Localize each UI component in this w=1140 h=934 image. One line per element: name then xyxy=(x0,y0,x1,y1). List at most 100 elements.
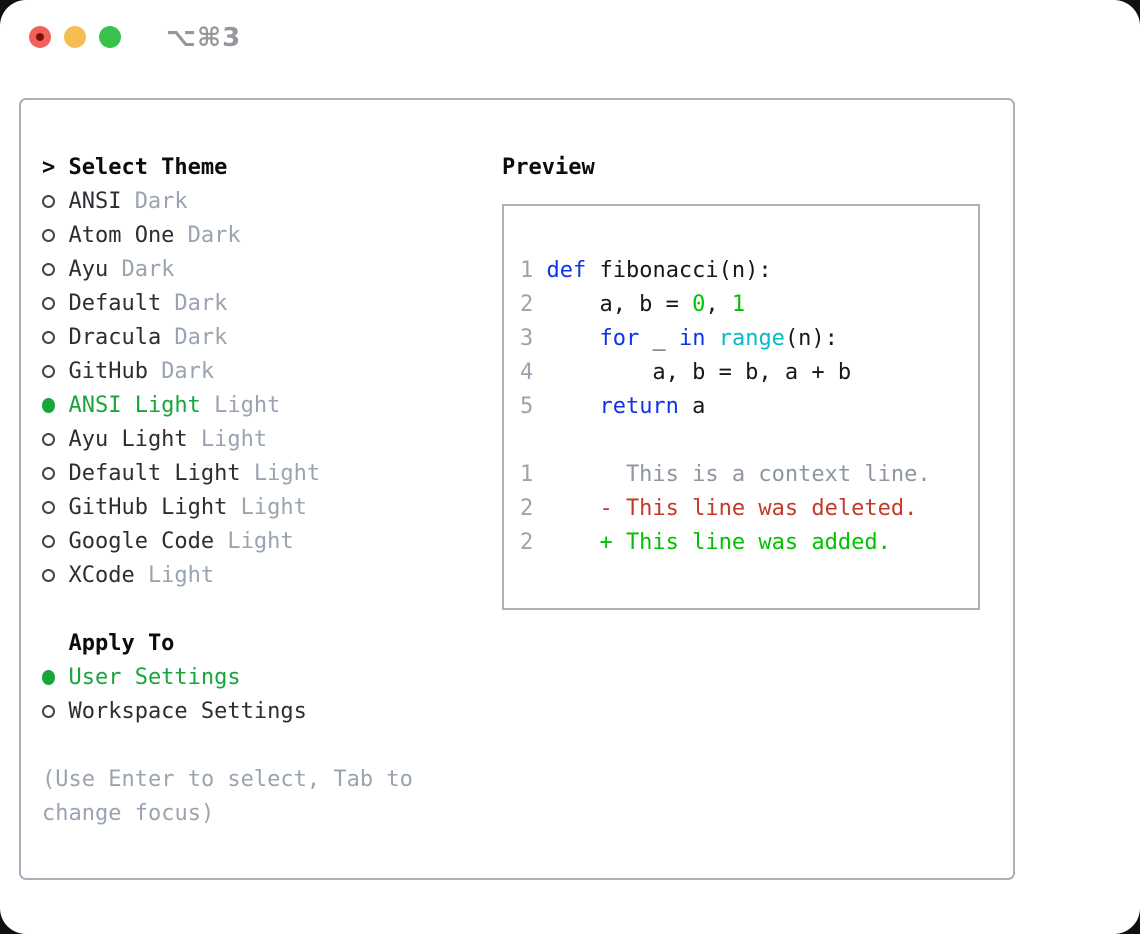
apply-to-header: Apply To xyxy=(42,626,413,660)
code-line xyxy=(520,423,964,457)
code-token: a, b = b, a + b xyxy=(546,359,852,385)
theme-variant-tag: Light xyxy=(227,528,294,554)
radio-unselected-icon xyxy=(42,466,56,480)
code-line: 4 a, b = b, a + b xyxy=(520,355,964,389)
code-token: 1 xyxy=(731,291,746,317)
code-token: a, b = xyxy=(546,291,693,317)
window-titlebar: ⌥⌘3 xyxy=(0,0,1140,74)
window-close-button[interactable] xyxy=(29,26,51,48)
theme-variant-tag: Dark xyxy=(134,188,188,214)
select-theme-label: Select Theme xyxy=(68,154,228,180)
radio-unselected-icon xyxy=(42,228,56,242)
close-button-dot-icon xyxy=(36,33,44,41)
preview-label: Preview xyxy=(502,154,595,180)
window-title: ⌥⌘3 xyxy=(166,23,242,53)
keyboard-hint-line-2: change focus) xyxy=(42,796,413,830)
line-number: 2 xyxy=(520,291,534,317)
theme-option-label: Ayu xyxy=(68,256,109,282)
theme-option-label: Atom One xyxy=(68,222,175,248)
theme-option-atom-one[interactable]: Atom One Dark xyxy=(42,218,413,252)
code-line: 2 - This line was deleted. xyxy=(520,491,964,525)
code-line: 1 This is a context line. xyxy=(520,457,964,491)
window-zoom-button[interactable] xyxy=(99,26,121,48)
code-token: in xyxy=(678,325,706,351)
code-token: (n): xyxy=(784,325,838,351)
code-token: , xyxy=(705,291,732,317)
code-line: 5 return a xyxy=(520,389,964,423)
radio-selected-icon xyxy=(42,669,56,685)
code-line: 2 a, b = 0, 1 xyxy=(520,287,964,321)
code-line: 3 for _ in range(n): xyxy=(520,321,964,355)
code-token: - This line was deleted. xyxy=(546,495,918,521)
apply-option-workspace-settings[interactable]: Workspace Settings xyxy=(42,694,413,728)
theme-variant-tag: Dark xyxy=(187,222,241,248)
hint-text: (Use Enter to select, Tab to xyxy=(42,766,413,792)
radio-unselected-icon xyxy=(42,500,56,514)
radio-unselected-icon xyxy=(42,568,56,582)
apply-option-user-settings[interactable]: User Settings xyxy=(42,660,413,694)
line-number: 3 xyxy=(520,325,534,351)
select-theme-header: > Select Theme xyxy=(42,150,413,184)
theme-variant-tag: Dark xyxy=(121,256,175,282)
code-line: 2 + This line was added. xyxy=(520,525,964,559)
apply-option-label: Workspace Settings xyxy=(68,698,307,724)
focus-caret-icon: > xyxy=(42,154,56,180)
theme-variant-tag: Light xyxy=(214,392,281,418)
theme-option-github[interactable]: GitHub Dark xyxy=(42,354,413,388)
radio-unselected-icon xyxy=(42,432,56,446)
theme-variant-tag: Light xyxy=(200,426,268,452)
line-number: 2 xyxy=(520,529,534,555)
radio-unselected-icon xyxy=(42,534,56,548)
line-number: 5 xyxy=(520,393,534,419)
radio-unselected-icon xyxy=(42,194,56,208)
code-token: range xyxy=(718,325,785,351)
theme-option-label: Google Code xyxy=(68,528,215,554)
theme-variant-tag: Light xyxy=(147,562,215,588)
window-minimize-button[interactable] xyxy=(64,26,86,48)
keyboard-hint-line-1: (Use Enter to select, Tab to xyxy=(42,762,413,796)
theme-option-ansi[interactable]: ANSI Dark xyxy=(42,184,413,218)
code-token: return xyxy=(599,393,679,419)
theme-option-label: Dracula xyxy=(68,324,162,350)
code-token: def xyxy=(546,257,587,283)
theme-option-label: XCode xyxy=(68,562,135,588)
theme-option-label: ANSI xyxy=(68,188,122,214)
line-number: 1 xyxy=(520,461,534,487)
radio-unselected-icon xyxy=(42,296,56,310)
radio-unselected-icon xyxy=(42,262,56,276)
apply-to-label: Apply To xyxy=(68,630,175,656)
theme-option-google-code[interactable]: Google Code Light xyxy=(42,524,413,558)
theme-variant-tag: Dark xyxy=(161,358,215,384)
line-number: 2 xyxy=(520,495,534,521)
code-line: 1 def fibonacci(n): xyxy=(520,253,964,287)
theme-option-xcode[interactable]: XCode Light xyxy=(42,558,413,592)
code-token: for xyxy=(599,325,640,351)
hint-text: change focus) xyxy=(42,800,215,826)
theme-option-dracula[interactable]: Dracula Dark xyxy=(42,320,413,354)
code-token xyxy=(705,326,718,351)
code-token: fibonacci(n): xyxy=(586,257,772,283)
theme-option-ayu[interactable]: Ayu Dark xyxy=(42,252,413,286)
code-token xyxy=(546,394,599,419)
theme-variant-tag: Light xyxy=(253,460,321,486)
line-number: 1 xyxy=(520,257,534,283)
theme-option-label: GitHub xyxy=(68,358,148,384)
radio-unselected-icon xyxy=(42,330,56,344)
code-token: + This line was added. xyxy=(546,529,891,555)
code-token: 0 xyxy=(692,291,706,317)
theme-option-label: Default xyxy=(68,290,162,316)
theme-option-ayu-light[interactable]: Ayu Light Light xyxy=(42,422,413,456)
theme-option-label: Ayu Light xyxy=(68,426,188,452)
theme-variant-tag: Dark xyxy=(174,324,228,350)
code-token: a xyxy=(678,393,706,419)
radio-unselected-icon xyxy=(42,704,56,718)
